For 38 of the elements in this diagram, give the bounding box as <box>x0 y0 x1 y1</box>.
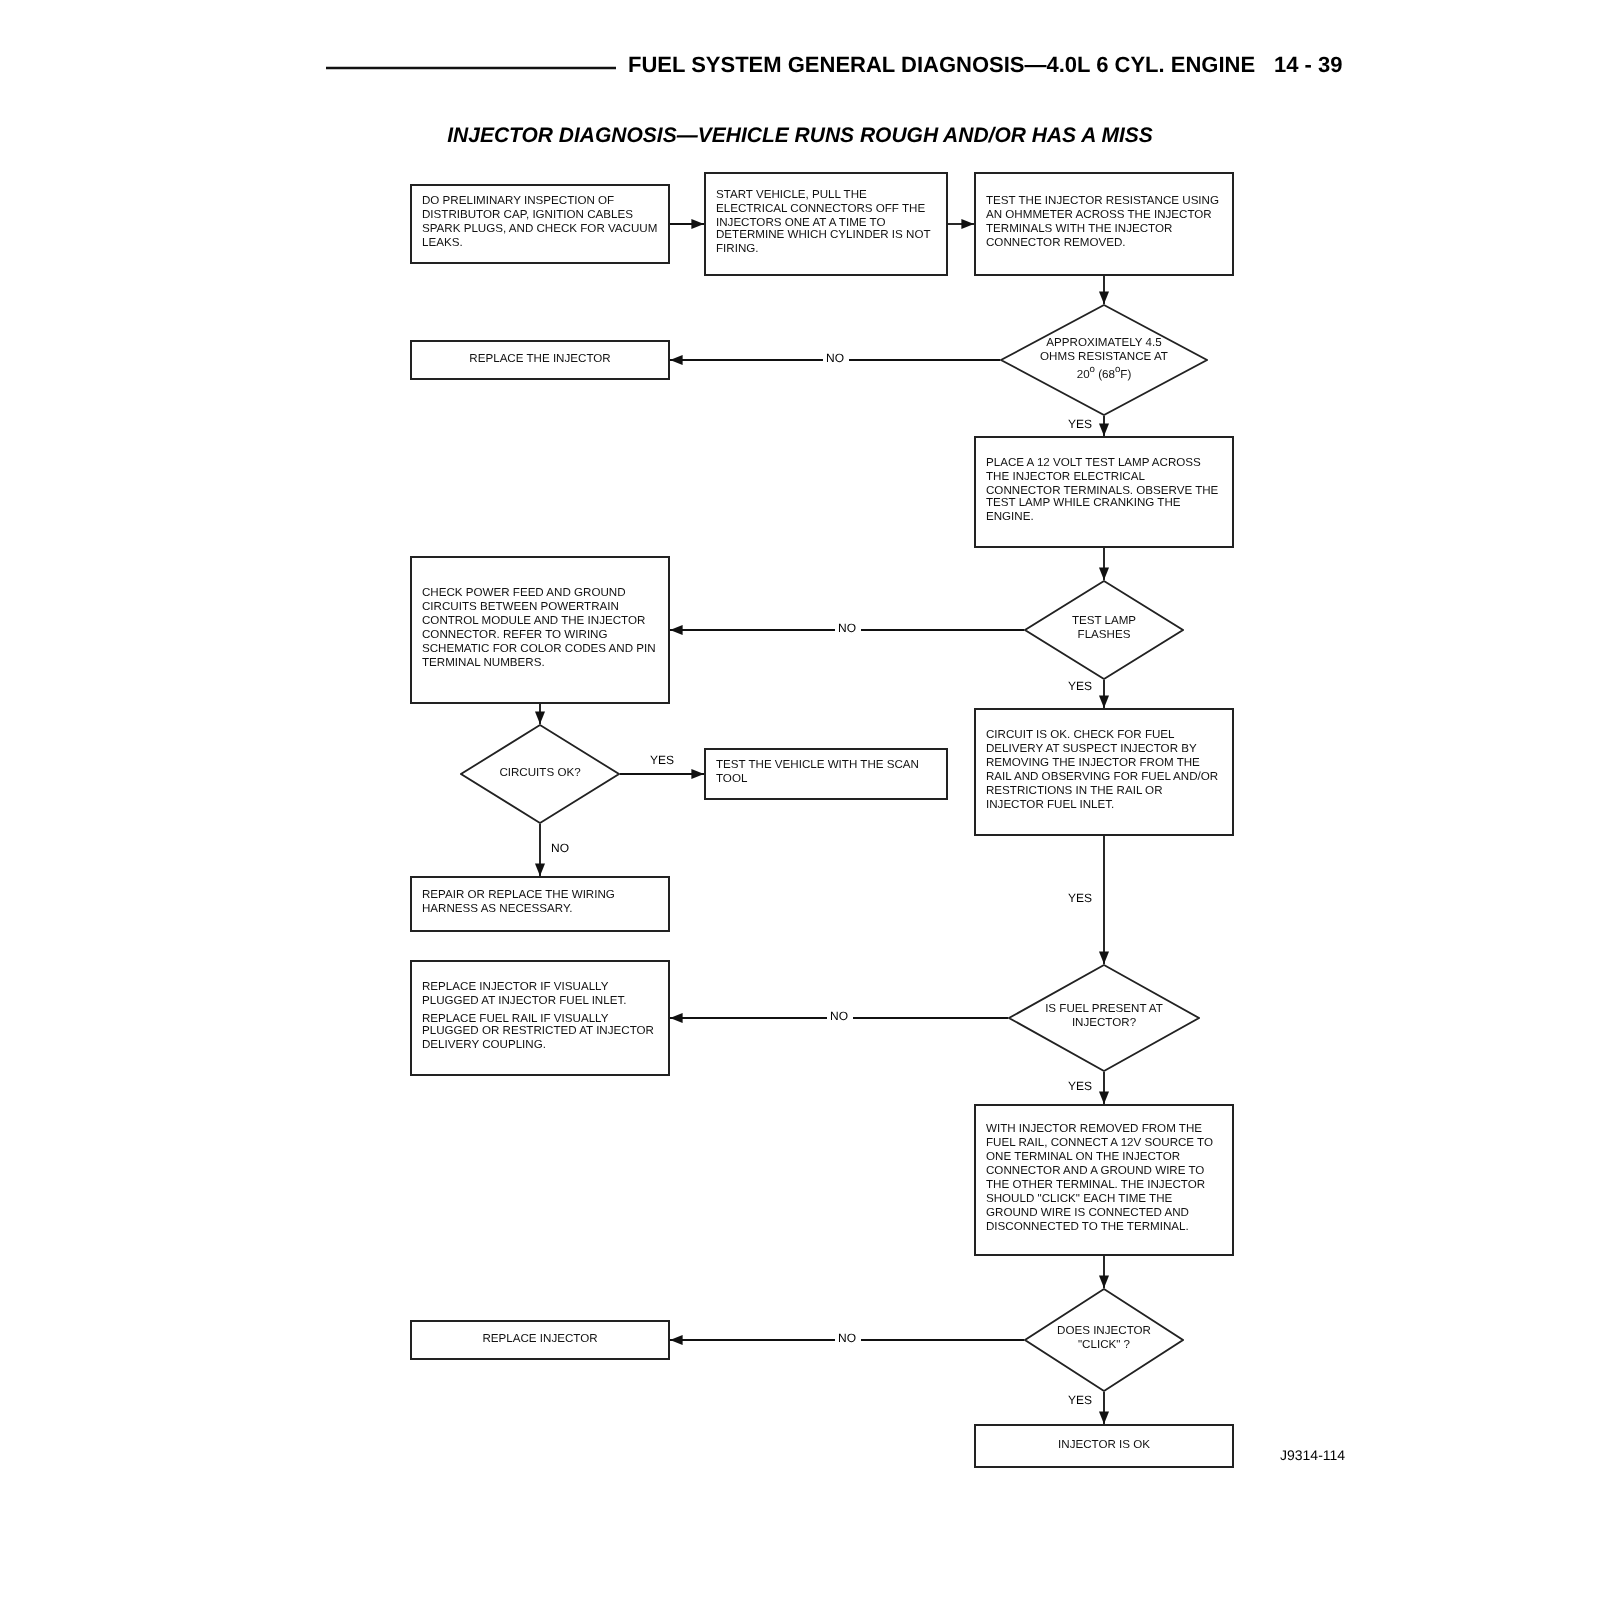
arrow <box>669 218 705 230</box>
decision-diamond <box>1024 1288 1184 1392</box>
arrow <box>947 218 975 230</box>
diagram-title: INJECTOR DIAGNOSIS—VEHICLE RUNS ROUGH AND/OR HAS A MISS <box>447 124 1153 148</box>
process-box <box>974 1104 1234 1256</box>
arrow <box>1098 1255 1110 1289</box>
decision-diamond <box>1008 964 1200 1072</box>
process-box <box>410 1320 670 1360</box>
arrow <box>1098 679 1110 709</box>
arrow <box>1098 1071 1110 1105</box>
arrow <box>1098 1391 1110 1425</box>
process-box <box>704 172 948 276</box>
arrow <box>534 823 546 877</box>
arrow <box>1098 547 1110 581</box>
arrow <box>669 624 1025 636</box>
header-text: FUEL SYSTEM GENERAL DIAGNOSIS—4.0L 6 CYL. ENGINE <box>628 54 1256 78</box>
process-box <box>704 748 948 800</box>
process-box <box>410 184 670 264</box>
arrow <box>1098 415 1110 437</box>
decision-diamond <box>1024 580 1184 680</box>
arrow <box>619 768 705 780</box>
process-box <box>410 876 670 932</box>
process-box <box>974 708 1234 836</box>
decision-diamond <box>460 724 620 824</box>
arrow <box>1098 835 1110 965</box>
arrow <box>669 1012 1009 1024</box>
arrow <box>669 354 1001 366</box>
arrow <box>1098 275 1110 305</box>
process-box <box>974 436 1234 548</box>
process-box <box>410 556 670 704</box>
page-number: 14 - 39 <box>1274 54 1343 78</box>
process-box <box>974 1424 1234 1468</box>
arrow <box>669 1334 1025 1346</box>
process-box <box>974 172 1234 276</box>
process-box <box>410 960 670 1076</box>
process-box <box>410 340 670 380</box>
decision-diamond <box>1000 304 1208 416</box>
arrow <box>534 703 546 725</box>
